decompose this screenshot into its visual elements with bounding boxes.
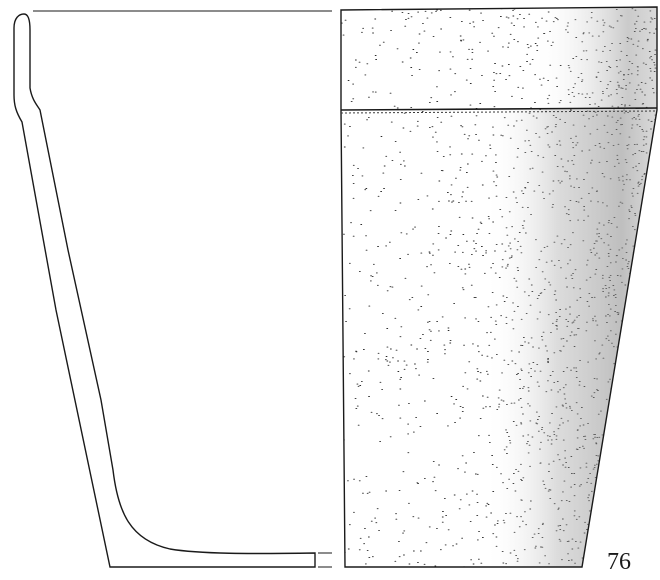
catalog-number: 76 — [607, 549, 631, 575]
exterior-view — [340, 6, 658, 568]
profile-section — [13, 13, 316, 568]
rim-band-shadow — [340, 110, 658, 114]
rim-band-line — [340, 107, 658, 111]
